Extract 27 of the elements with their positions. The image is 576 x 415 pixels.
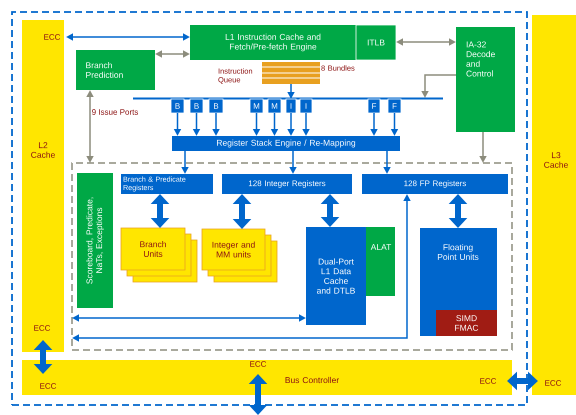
- issue-port-box: B: [208, 98, 224, 114]
- ecc-label: ECC: [34, 325, 50, 331]
- ecc-label: ECC: [480, 378, 496, 384]
- issue-port-box: F: [388, 98, 402, 114]
- ecc-label: ECC: [250, 361, 266, 367]
- issue-port-box: M: [268, 98, 282, 114]
- itlb-box: ITLB: [356, 24, 396, 60]
- issue-port-box: B: [190, 98, 204, 114]
- unit-stack: Integer and MM units: [202, 228, 278, 282]
- ecc-label: ECC: [545, 380, 562, 386]
- simd-box: SIMD FMAC: [436, 310, 497, 336]
- issue-port-box: F: [368, 98, 380, 114]
- scoreboard-box: Scoreboard, Predicate, NaTs, Exceptions: [77, 173, 113, 308]
- ecc-label: 9 Issue Ports: [92, 109, 138, 115]
- decode-box: IA-32 Decode and Control: [456, 27, 515, 132]
- ecc-label: ECC: [40, 383, 56, 389]
- ecc-label: ECC: [44, 34, 60, 40]
- execution-core-boundary: [71, 162, 513, 351]
- unit-stack: Branch Units: [120, 228, 198, 282]
- data-cache-box: Dual-Port L1 Data Cache and DTLB: [306, 227, 366, 325]
- issue-port-box: B: [170, 98, 184, 114]
- issue-port-box: M: [250, 98, 264, 114]
- issue-port-box: I: [300, 98, 312, 114]
- prediction-box: Branch Prediction: [76, 50, 155, 90]
- alat-box: ALAT: [366, 227, 395, 296]
- processor-boundary: [11, 11, 528, 406]
- node-label: L1 Instruction Cache and Fetch/Pre-fetch Engine: [226, 34, 320, 52]
